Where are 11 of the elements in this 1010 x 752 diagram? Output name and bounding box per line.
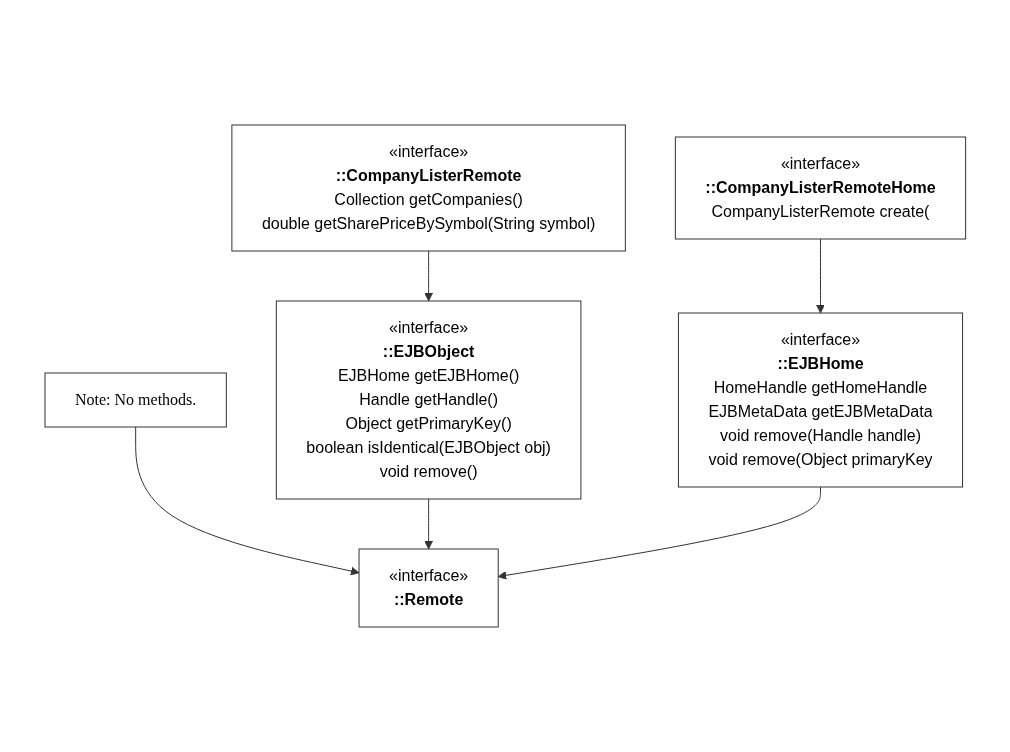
node-box: «interface» ::EJBObject EJBHome getEJBHome() Handle getHandle() Object getPrimaryKey() boolean isIdentical(EJBObject obj) void remove(): [275, 300, 582, 500]
arrow: [423, 498, 433, 550]
arrow: [815, 238, 825, 314]
node-box: «interface» ::Remote: [358, 548, 499, 628]
node-box: Note: No methods.: [44, 372, 227, 428]
arrow: [497, 486, 821, 580]
node-box: «interface» ::EJBHome HomeHandle getHomeHandle EJBMetaData getEJBMetaData void remove(Handle handle) void remove(Object primaryKey: [677, 312, 963, 488]
node-box: «interface» ::CompanyListerRemote Collection getCompanies() double getSharePriceBySymbol(String symbol): [231, 124, 626, 252]
arrow: [134, 426, 360, 576]
arrow: [423, 250, 433, 302]
node-box: «interface» ::CompanyListerRemoteHome CompanyListerRemote create(: [674, 136, 966, 240]
